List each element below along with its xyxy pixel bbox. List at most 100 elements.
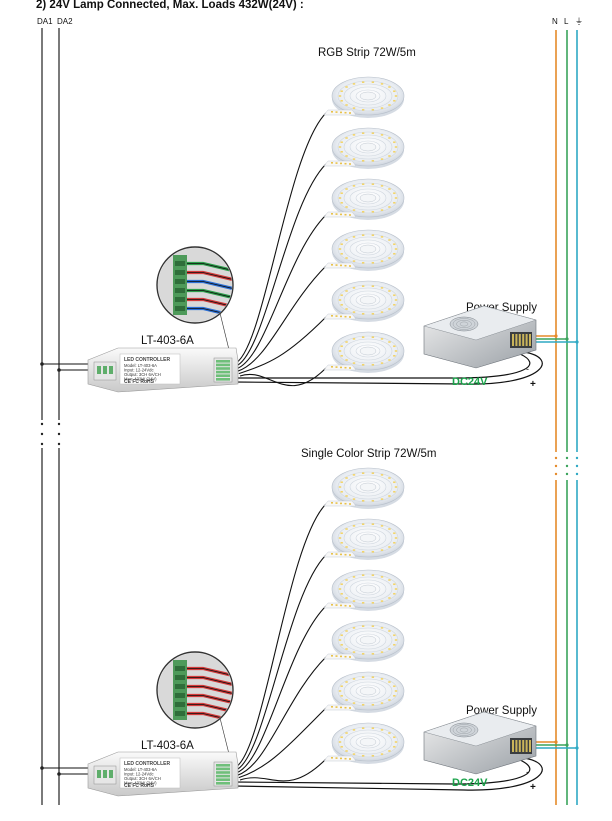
dc-output-wire (233, 757, 543, 791)
led-chip (340, 592, 343, 595)
strip-feed-wire (234, 554, 327, 771)
led-chip (331, 655, 333, 657)
magnified-screw (175, 693, 185, 698)
output-wires (40, 112, 579, 387)
reel-winding (349, 528, 387, 548)
reel-winding (343, 474, 393, 500)
led-chip (371, 523, 375, 526)
led-chip (394, 299, 398, 301)
section-rgb: RGB Strip 72W/5m LT-403-6A Power Supply … (40, 47, 579, 393)
controller-face-line: Output: 3CH 6A/CH (124, 372, 161, 377)
led-chip (352, 678, 356, 680)
led-chip (352, 525, 356, 527)
led-chip (345, 104, 348, 106)
led-chip (352, 729, 356, 731)
strip-feed-wire (239, 758, 327, 782)
led-chip (340, 685, 343, 688)
led-strip-reel (323, 569, 405, 611)
led-chip (338, 248, 342, 250)
strip-label: Single Color Strip 72W/5m (301, 448, 437, 460)
reel-winding (337, 80, 399, 112)
led-chip (371, 285, 375, 288)
strip-feed-wire (238, 707, 327, 779)
terminal-slot (216, 767, 230, 771)
led-chip (352, 338, 356, 340)
controller-label: LT-403-6A (141, 740, 194, 752)
led-chip (345, 188, 348, 190)
led-chip (388, 579, 391, 581)
controller-face-line: Model: LT-403-6A (124, 363, 157, 368)
led-chip (331, 366, 333, 368)
bus-label-n: N (552, 17, 558, 26)
led-chip (380, 107, 384, 109)
junction-dot (40, 766, 44, 770)
led-chip (338, 350, 342, 352)
led-chip (388, 308, 391, 310)
reel-winding (349, 732, 387, 752)
led-chip (352, 134, 356, 136)
led-chip (340, 201, 343, 204)
led-chip (371, 183, 375, 186)
magnifier-content (158, 653, 232, 727)
led-chip (344, 315, 347, 318)
led-chip (388, 155, 391, 157)
led-chip (340, 532, 343, 535)
led-chip (388, 359, 391, 361)
led-chip (388, 104, 391, 106)
controller-face-line: Max: 432W (24V) (124, 377, 157, 382)
magnified-wire-core (187, 263, 232, 272)
reel-winding (355, 89, 381, 103)
psu-fan-grille (449, 316, 479, 332)
terminal-screw (97, 366, 101, 374)
magnified-wire-core (187, 290, 232, 299)
led-chip (380, 576, 384, 578)
reel-winding (349, 188, 387, 208)
led-chip (380, 474, 384, 476)
led-chip (338, 588, 342, 590)
reel-winding (355, 735, 381, 749)
controller-face-heading: LED CONTROLLER (124, 761, 170, 767)
reel-hub (359, 91, 377, 101)
continuation-dot (554, 464, 558, 468)
reel-winding (349, 681, 387, 701)
led-chip (361, 261, 365, 264)
led-chip (345, 732, 348, 734)
led-chip (371, 727, 375, 730)
led-chip (371, 210, 375, 213)
strip-feed-wire (233, 112, 327, 365)
led-chip (394, 639, 398, 641)
led-chip (338, 197, 342, 199)
terminal-slot (216, 370, 230, 374)
led-chip (352, 287, 356, 289)
led-chip (388, 188, 391, 190)
reel-winding (355, 531, 381, 545)
led-chip (361, 210, 365, 213)
led-chip (340, 243, 343, 246)
psu-terminal-screw (522, 334, 525, 346)
led-chip (393, 90, 396, 93)
led-chip (380, 678, 384, 680)
da-bus-lines (40, 28, 61, 805)
reel-hub (359, 295, 377, 305)
led-chip (393, 634, 396, 637)
led-chip (361, 754, 365, 757)
led-chip (352, 651, 356, 653)
reel-winding (355, 582, 381, 596)
reel-winding (343, 185, 393, 211)
led-chip (388, 648, 391, 650)
led-chip (345, 579, 348, 581)
led-chip (393, 745, 396, 748)
psu-fan-grille (449, 722, 479, 738)
reel-winding (355, 633, 381, 647)
reel-winding (343, 236, 393, 262)
led-chip (340, 90, 343, 93)
led-chip (352, 549, 356, 551)
led-chip (361, 285, 365, 288)
led-chip (361, 625, 365, 628)
terminal-slot (216, 360, 230, 363)
controller-face-line: Output: 3CH 6A/CH (124, 776, 161, 781)
terminal-magnifier (156, 246, 234, 324)
led-chip (388, 699, 391, 701)
strip-feed-wire (233, 503, 327, 769)
led-chip (338, 741, 342, 743)
